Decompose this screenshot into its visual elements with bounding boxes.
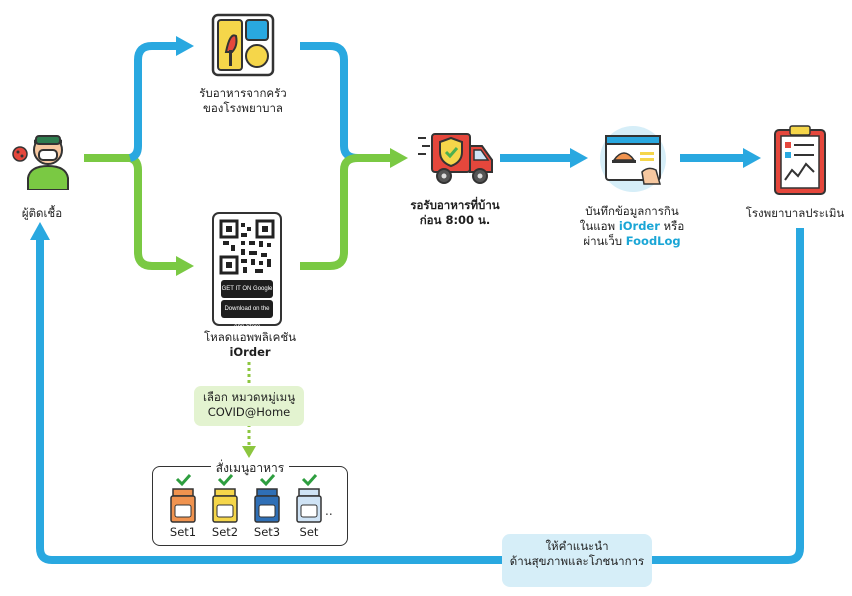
set-label-1: Set1 [169,525,197,539]
kitchen-label-line2: ของโรงพยาบาล [203,101,283,115]
record-label-line2-pre: ในแอพ [579,219,619,233]
food-tray-icon [210,12,276,82]
qr-code-icon [219,219,275,275]
blue-arrowhead-to-patient [30,222,50,240]
set-label-4: Set [299,525,319,539]
green-arrowhead-to-app [176,256,194,276]
app-store-badge: Download on the App Store [221,300,273,330]
delivery-label-line2: ก่อน 8:00 น. [419,213,491,227]
record-label-web-name: FoodLog [625,234,681,248]
choose-category-line1: เลือก หมวดหมู่เมนู [202,390,296,404]
blue-loop-back [36,228,804,564]
clipboard-report-icon [772,124,828,200]
delivery-truck-icon [416,124,494,194]
advice-line1: ให้คำแนะนำ [545,539,609,553]
record-label-line1: บันทึกข้อมูลการกิน [585,204,679,218]
app-label: โหลดแอพพลิเคชัน iOrder [190,330,310,360]
meal-set-box-3 [254,474,280,523]
patient-label: ผู้ติดเชื้อ [21,206,63,220]
food-log-app-icon [598,124,668,198]
blue-arrowhead-to-record [570,148,588,168]
green-arrowhead-to-delivery [390,148,408,168]
google-play-badge: GET IT ON Google play [221,280,273,310]
hospital-eval-label: โรงพยาบาลประเมิน [745,206,845,220]
app-label-line1: โหลดแอพพลิเคชัน [203,330,297,344]
record-label: บันทึกข้อมูลการกิน ในแอพ iOrder หรือ ผ่า… [572,204,692,249]
meal-set-box-1 [170,474,196,523]
blue-line-to-kitchen [128,42,178,162]
blue-arrowhead-to-hospital [743,148,761,168]
set-label-2: Set2 [211,525,239,539]
meal-set-box-2 [212,474,238,523]
set-label-3: Set3 [253,525,281,539]
delivery-label-line1: รอรับอาหารที่บ้าน [410,198,500,212]
menu-order-title: สั่งเมนูอาหาร [210,461,290,475]
record-label-line3-pre: ผ่านเว็บ [583,234,626,248]
menu-order-box: สั่งเมนูอาหาร .. Set1 Set2 Set3 Set [152,461,348,546]
advice-line2: ด้านสุขภาพและโภชนาการ [509,554,645,568]
blue-arrowhead-to-kitchen [176,36,194,56]
meal-sets-group: .. [170,474,333,523]
choose-category-line2: COVID@Home [207,405,291,419]
blue-line-kitchen-to-delivery [300,42,359,162]
record-label-line2-post: หรือ [659,219,685,233]
green-line-app-to-delivery [300,154,390,270]
app-label-line2: iOrder [229,345,271,359]
kitchen-label: รับอาหารจากครัว ของโรงพยาบาล [188,86,298,116]
record-label-app-name: iOrder [618,219,660,233]
delivery-label: รอรับอาหารที่บ้าน ก่อน 8:00 น. [400,198,510,228]
app-download-card: GET IT ON Google play Download on the Ap… [212,212,282,330]
meal-set-box-4 [296,474,322,523]
health-advice-box: ให้คำแนะนำ ด้านสุขภาพและโภชนาการ [502,534,652,587]
dotted-arrowhead-to-menu [242,446,256,458]
green-line-to-app [128,154,178,270]
kitchen-label-line1: รับอาหารจากครัว [199,86,287,100]
more-sets-ellipsis: .. [325,504,333,518]
choose-category-box: เลือก หมวดหมู่เมนู COVID@Home [194,386,304,426]
patient-icon [10,126,74,194]
